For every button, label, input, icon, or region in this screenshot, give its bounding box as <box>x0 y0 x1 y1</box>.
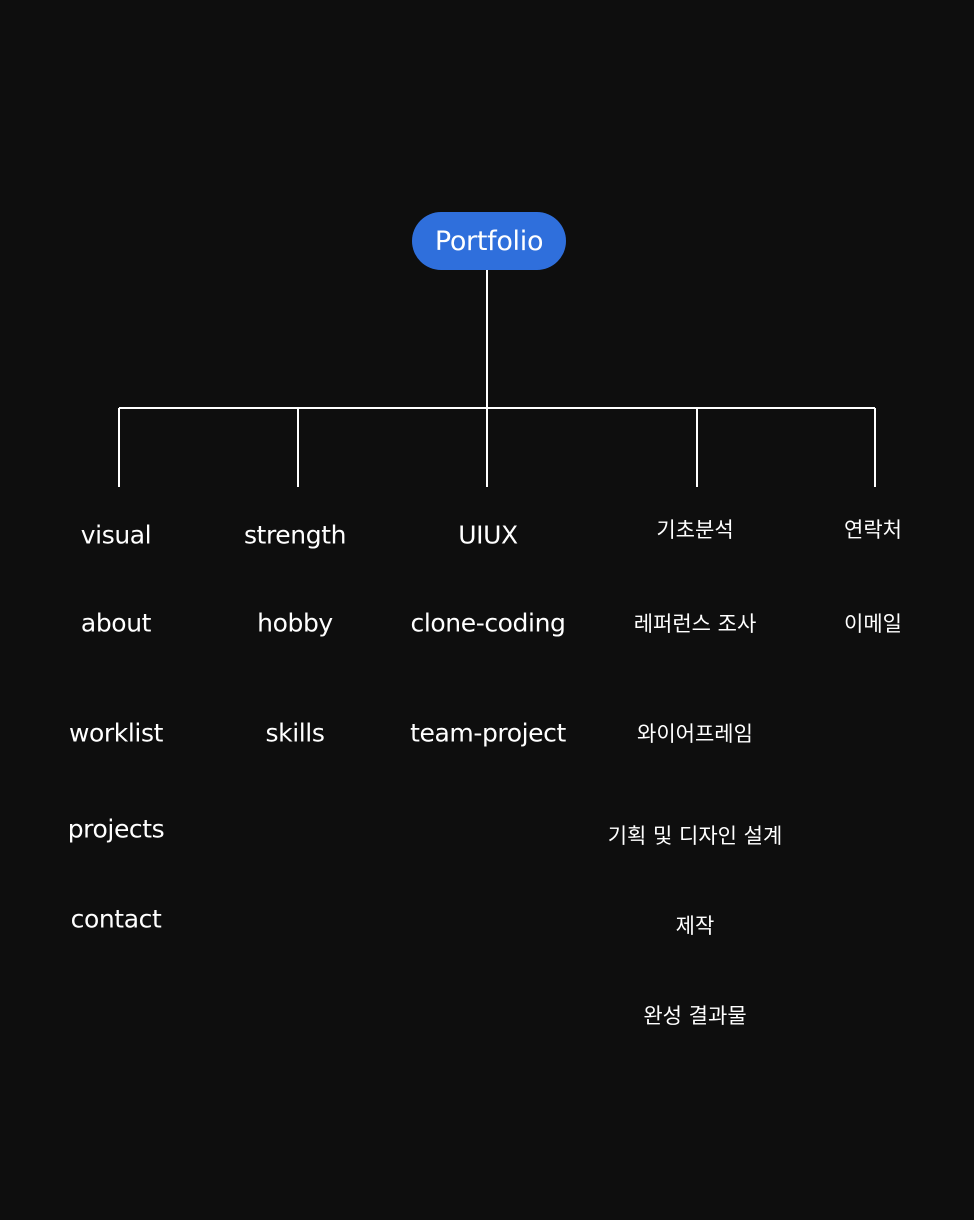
node-worklist: worklist <box>68 718 164 748</box>
node-visual: visual <box>80 520 152 550</box>
node-about: about <box>80 608 152 638</box>
node-wireframe: 와이어프레임 <box>637 722 753 746</box>
node-email: 이메일 <box>844 612 902 636</box>
node-projects: projects <box>67 814 165 844</box>
node-team-project: team-project <box>410 718 566 748</box>
node-skills: skills <box>265 718 325 748</box>
node-production: 제작 <box>675 914 715 938</box>
node-contact-info: 연락처 <box>844 518 902 542</box>
node-hobby: hobby <box>257 608 333 638</box>
node-basic-analysis: 기초분석 <box>656 518 734 542</box>
node-final-result: 완성 결과물 <box>643 1004 747 1028</box>
node-contact: contact <box>70 904 162 934</box>
root-node-portfolio: Portfolio <box>412 212 566 270</box>
node-uiux: UIUX <box>458 520 518 550</box>
node-reference-research: 레퍼런스 조사 <box>633 612 757 636</box>
node-clone-coding: clone-coding <box>410 608 566 638</box>
node-strength: strength <box>243 520 347 550</box>
node-planning-design: 기획 및 디자인 설계 <box>607 824 783 848</box>
